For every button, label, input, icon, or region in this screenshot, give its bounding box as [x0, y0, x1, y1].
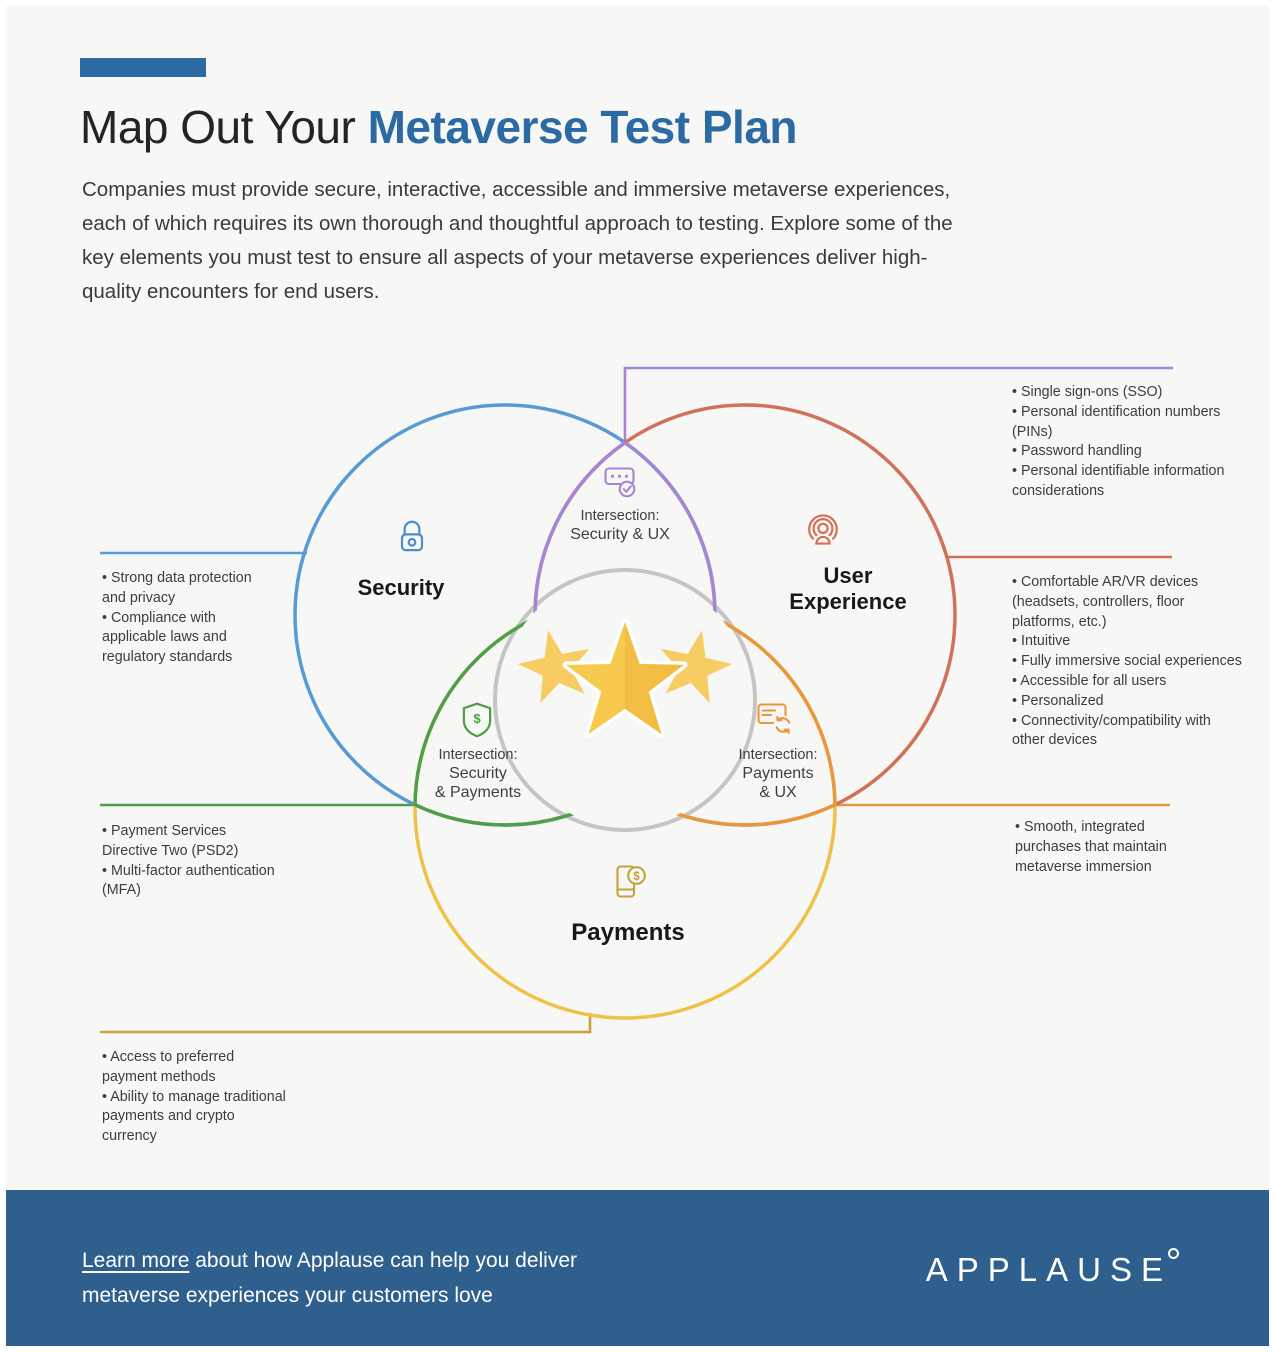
payments-callout-list: • Access to preferred payment methods• A…	[102, 1048, 290, 1147]
bullet-item: • Ability to manage traditional payments…	[102, 1088, 286, 1145]
footer: Learn more about how Applause can help y…	[6, 1190, 1269, 1346]
bullet-item: • Strong data protection and privacy	[102, 570, 252, 606]
intersection-name: Payments	[742, 765, 814, 782]
security-callout-list: • Strong data protection and privacy• Co…	[102, 569, 270, 668]
bullet-item: • Multi-factor authentication (MFA)	[102, 862, 275, 899]
svg-text:$: $	[473, 711, 481, 726]
intersection-name: & Payments	[434, 784, 522, 801]
footer-text: Learn more about how Applause can help y…	[82, 1243, 662, 1313]
intersection-label-security-payments: Intersection: Security & Payments	[393, 746, 563, 802]
footer-text-rest: about how Applause can help you deliver …	[82, 1249, 577, 1307]
lens-outlines	[413, 441, 837, 827]
payments-connector-line	[100, 1013, 592, 1034]
intersection-prefix: Intersection:	[438, 747, 518, 763]
svg-text:$: $	[633, 871, 640, 883]
payments-ux-lens	[533, 596, 837, 827]
ux-callout-list: • Comfortable AR/VR devices (headsets, c…	[1012, 573, 1244, 751]
learn-more-link[interactable]: Learn more	[82, 1249, 190, 1272]
intersection-name: & UX	[759, 784, 797, 801]
bullet-item: • Personalized	[1012, 692, 1104, 709]
stars-icon	[512, 622, 738, 734]
shield-dollar-icon: $	[458, 700, 496, 742]
bullet-item: • Smooth, integrated purchases that main…	[1015, 819, 1167, 875]
security-ux-callout-list: • Single sign-ons (SSO) • Personal identi…	[1012, 383, 1240, 502]
bullet-item: • Connectivity/compatibility with other …	[1012, 712, 1211, 749]
star-facet	[625, 622, 684, 735]
bullet-item: • Single sign-ons (SSO)	[1012, 384, 1163, 400]
bullet-item: • Fully immersive social experiences	[1012, 653, 1242, 670]
bullet-item: • Password handling	[1012, 443, 1142, 460]
bullet-item: • Comfortable AR/VR devices (headsets, c…	[1012, 574, 1199, 630]
bullet-item: • Compliance with applicable laws and re…	[102, 609, 233, 666]
intersection-label-payments-ux: Intersection: Payments & UX	[693, 746, 863, 802]
payments-ux-callout-list: • Smooth, integrated purchases that main…	[1015, 818, 1173, 877]
title-highlight: Metaverse Test Plan	[367, 101, 798, 153]
logo-ring-icon	[1168, 1248, 1179, 1259]
intersection-label-security-ux: Intersection: Security & UX	[535, 507, 705, 544]
bullet-item: • Accessible for all users	[1012, 672, 1167, 689]
title-prefix: Map Out Your	[80, 101, 368, 153]
applause-logo-text: APPLAUSE	[925, 1251, 1172, 1288]
card-refresh-icon	[752, 698, 798, 740]
mobile-payment-icon: $	[605, 860, 651, 906]
intersection-name: Security	[449, 765, 507, 782]
intersection-prefix: Intersection:	[580, 508, 660, 524]
page-title: Map Out Your Metaverse Test Plan	[80, 100, 1060, 154]
security-payments-callout-list: • Payment Services Directive Two (PSD2)•…	[102, 822, 284, 901]
payments-label: Payments	[571, 919, 685, 946]
intersection-name: Security & UX	[570, 526, 670, 543]
accent-bar	[80, 58, 206, 77]
user-signal-icon	[800, 508, 846, 554]
venn-diagram	[100, 366, 1173, 1034]
intersection-prefix: Intersection:	[738, 747, 818, 763]
bullet-item: • Access to preferred payment methods	[102, 1049, 235, 1085]
bullet-item: • Personal identification numbers (PINs)	[1012, 403, 1221, 440]
security-ux-connector-line	[623, 366, 1173, 444]
bullet-item: • Payment Services Directive Two (PSD2)	[102, 823, 239, 859]
lock-icon	[391, 516, 433, 558]
ux-label: User Experience	[789, 563, 907, 614]
applause-logo: APPLAUSE	[926, 1248, 1179, 1289]
intro-paragraph: Companies must provide secure, interacti…	[82, 178, 953, 303]
bullet-item: • Personal identifiable information cons…	[1012, 463, 1225, 499]
password-check-icon	[599, 460, 641, 502]
bullet-item: • Intuitive	[1012, 633, 1071, 650]
security-label: Security	[357, 575, 445, 600]
